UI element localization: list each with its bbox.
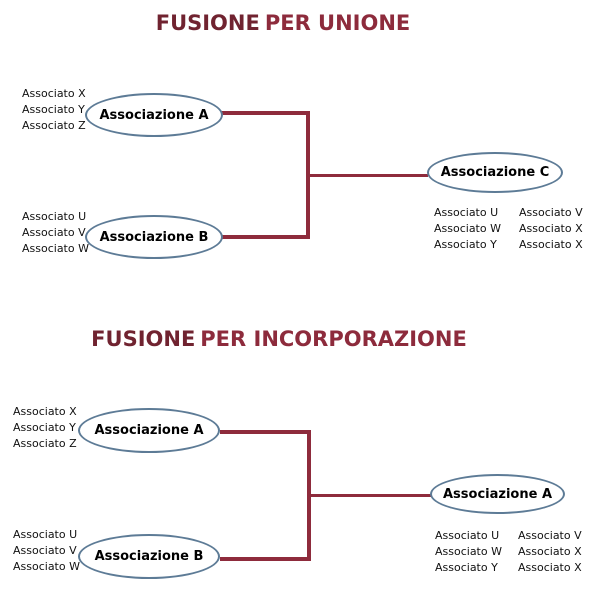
connector-to-result bbox=[311, 494, 431, 497]
member-label: Associato Y bbox=[434, 238, 497, 251]
diagram1-title-rest: PER UNIONE bbox=[264, 11, 411, 35]
node-label: Associazione A bbox=[94, 423, 204, 438]
member-label: Associato V bbox=[22, 226, 86, 239]
connector-a-horizontal bbox=[220, 430, 311, 434]
node-associazione-a: Associazione A bbox=[85, 93, 223, 137]
node-label: Associazione A bbox=[442, 486, 552, 502]
diagram2-title-word1: FUSIONE bbox=[91, 327, 196, 351]
member-label: Associato Y bbox=[22, 103, 85, 116]
member-label: Associato U bbox=[13, 528, 78, 541]
member-label: Associato Y bbox=[435, 561, 498, 574]
node-associazione-a-result: Associazione A bbox=[430, 474, 565, 514]
member-label: Associato W bbox=[13, 560, 80, 573]
node-label: Associazione A bbox=[99, 107, 209, 123]
connector-b-horizontal bbox=[220, 557, 311, 561]
node-label: Associazione B bbox=[99, 229, 209, 245]
member-list-node-a: Associato X Associato Y Associato Z bbox=[22, 86, 86, 134]
member-label: Associato U bbox=[434, 206, 499, 219]
connector-a-horizontal bbox=[221, 111, 310, 115]
member-label: Associato W bbox=[435, 545, 502, 558]
node-label: Associazione C bbox=[440, 165, 550, 180]
node-associazione-c-result: Associazione C bbox=[427, 152, 563, 193]
member-label: Associato Z bbox=[13, 437, 77, 450]
member-list-node-b: Associato U Associato V Associato W bbox=[13, 527, 80, 575]
member-label: Associato X bbox=[519, 222, 583, 235]
member-label: Associato V bbox=[13, 544, 77, 557]
result-members-column-2: Associato V Associato X Associato X bbox=[519, 205, 583, 253]
connector-vertical bbox=[306, 111, 310, 239]
diagram2-title-rest: PER INCORPORAZIONE bbox=[200, 327, 467, 351]
member-label: Associato U bbox=[22, 210, 87, 223]
member-label: Associato Z bbox=[22, 119, 86, 132]
member-label: Associato V bbox=[519, 206, 583, 219]
member-label: Associato W bbox=[22, 242, 89, 255]
member-label: Associato V bbox=[518, 529, 582, 542]
member-label: Associato X bbox=[518, 545, 582, 558]
member-label: Associato U bbox=[435, 529, 500, 542]
connector-b-horizontal bbox=[221, 235, 310, 239]
member-label: Associato X bbox=[13, 405, 77, 418]
diagram1-title-word1: FUSIONE bbox=[155, 11, 260, 35]
member-label: Associato X bbox=[519, 238, 583, 251]
node-associazione-a: Associazione A bbox=[78, 408, 220, 453]
connector-vertical bbox=[307, 430, 311, 561]
member-label: Associato Y bbox=[13, 421, 76, 434]
node-label: Associazione B bbox=[94, 549, 204, 564]
node-associazione-b: Associazione B bbox=[78, 534, 220, 579]
result-members-column-1: Associato U Associato W Associato Y bbox=[435, 528, 502, 576]
member-list-node-b: Associato U Associato V Associato W bbox=[22, 209, 89, 257]
result-members-column-2: Associato V Associato X Associato X bbox=[518, 528, 582, 576]
member-label: Associato X bbox=[518, 561, 582, 574]
connector-to-result bbox=[310, 174, 428, 177]
node-associazione-b: Associazione B bbox=[85, 215, 223, 259]
member-list-node-a: Associato X Associato Y Associato Z bbox=[13, 404, 77, 452]
result-members-column-1: Associato U Associato W Associato Y bbox=[434, 205, 501, 253]
member-label: Associato W bbox=[434, 222, 501, 235]
member-label: Associato X bbox=[22, 87, 86, 100]
